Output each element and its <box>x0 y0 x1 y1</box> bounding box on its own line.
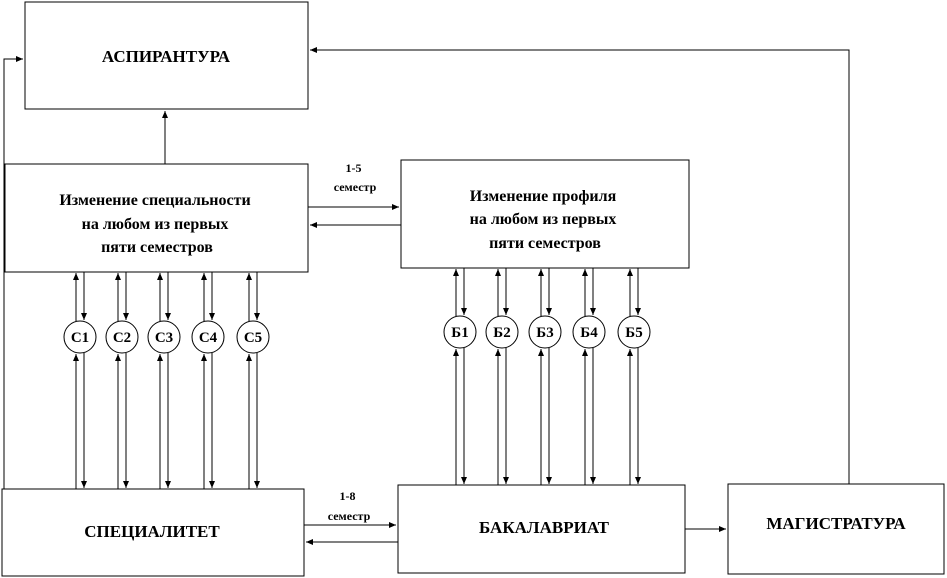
spec-node-4-circle <box>191 320 225 354</box>
specialty-change-label: Изменение специальности на любом из перв… <box>59 192 254 256</box>
bach-node-5-label: Б5 <box>625 325 642 341</box>
bach-node-4-label: Б4 <box>580 325 598 341</box>
magistratura-box <box>727 483 945 575</box>
upper-link-label: 1-5 семестр <box>334 161 377 194</box>
spec-node-3-circle <box>147 320 181 354</box>
aspirantura-label: АСПИРАНТУРА <box>102 47 231 66</box>
spec-node-1-circle <box>63 320 97 354</box>
profile-change-label: Изменение профиля на любом из первых пят… <box>470 188 621 252</box>
magistratura-label: МАГИСТРАТУРА <box>766 514 906 533</box>
lower-link-label: 1-8 семестр <box>328 489 371 523</box>
bach-node-1-label: Б1 <box>451 325 468 341</box>
aspirantura-box <box>24 1 309 110</box>
bach-node-2-circle <box>485 315 519 349</box>
profile-change-box <box>400 159 690 269</box>
spec-node-2-circle <box>105 320 139 354</box>
bach-node-2-label: Б2 <box>493 325 510 341</box>
specialty-change-box <box>4 163 309 273</box>
spec-node-3-label: С3 <box>155 330 173 346</box>
spec-node-5-label: С5 <box>244 330 262 346</box>
spec-node-5-circle <box>236 320 270 354</box>
bach-node-4-circle <box>572 315 606 349</box>
spec-node-2-label: С2 <box>113 330 131 346</box>
bach-node-3-label: Б3 <box>536 325 553 341</box>
specialitet-to-aspirantura-arrow <box>3 56 23 489</box>
spec-node-4-label: С4 <box>199 330 218 346</box>
bakalavriat-label: БАКАЛАВРИАТ <box>479 518 610 537</box>
semester-nodes: С1 С2 С3 С4 С5 Б1 Б2 Б3 Б4 Б5 <box>63 268 651 489</box>
bach-node-3-circle <box>528 315 562 349</box>
spec-node-1-label: С1 <box>71 330 89 346</box>
bach-node-1-circle <box>443 315 477 349</box>
bach-node-5-circle <box>617 315 651 349</box>
specialitet-label: СПЕЦИАЛИТЕТ <box>84 522 220 541</box>
magistratura-to-aspirantura-arrow <box>310 47 850 484</box>
specialitet-box <box>1 488 305 577</box>
